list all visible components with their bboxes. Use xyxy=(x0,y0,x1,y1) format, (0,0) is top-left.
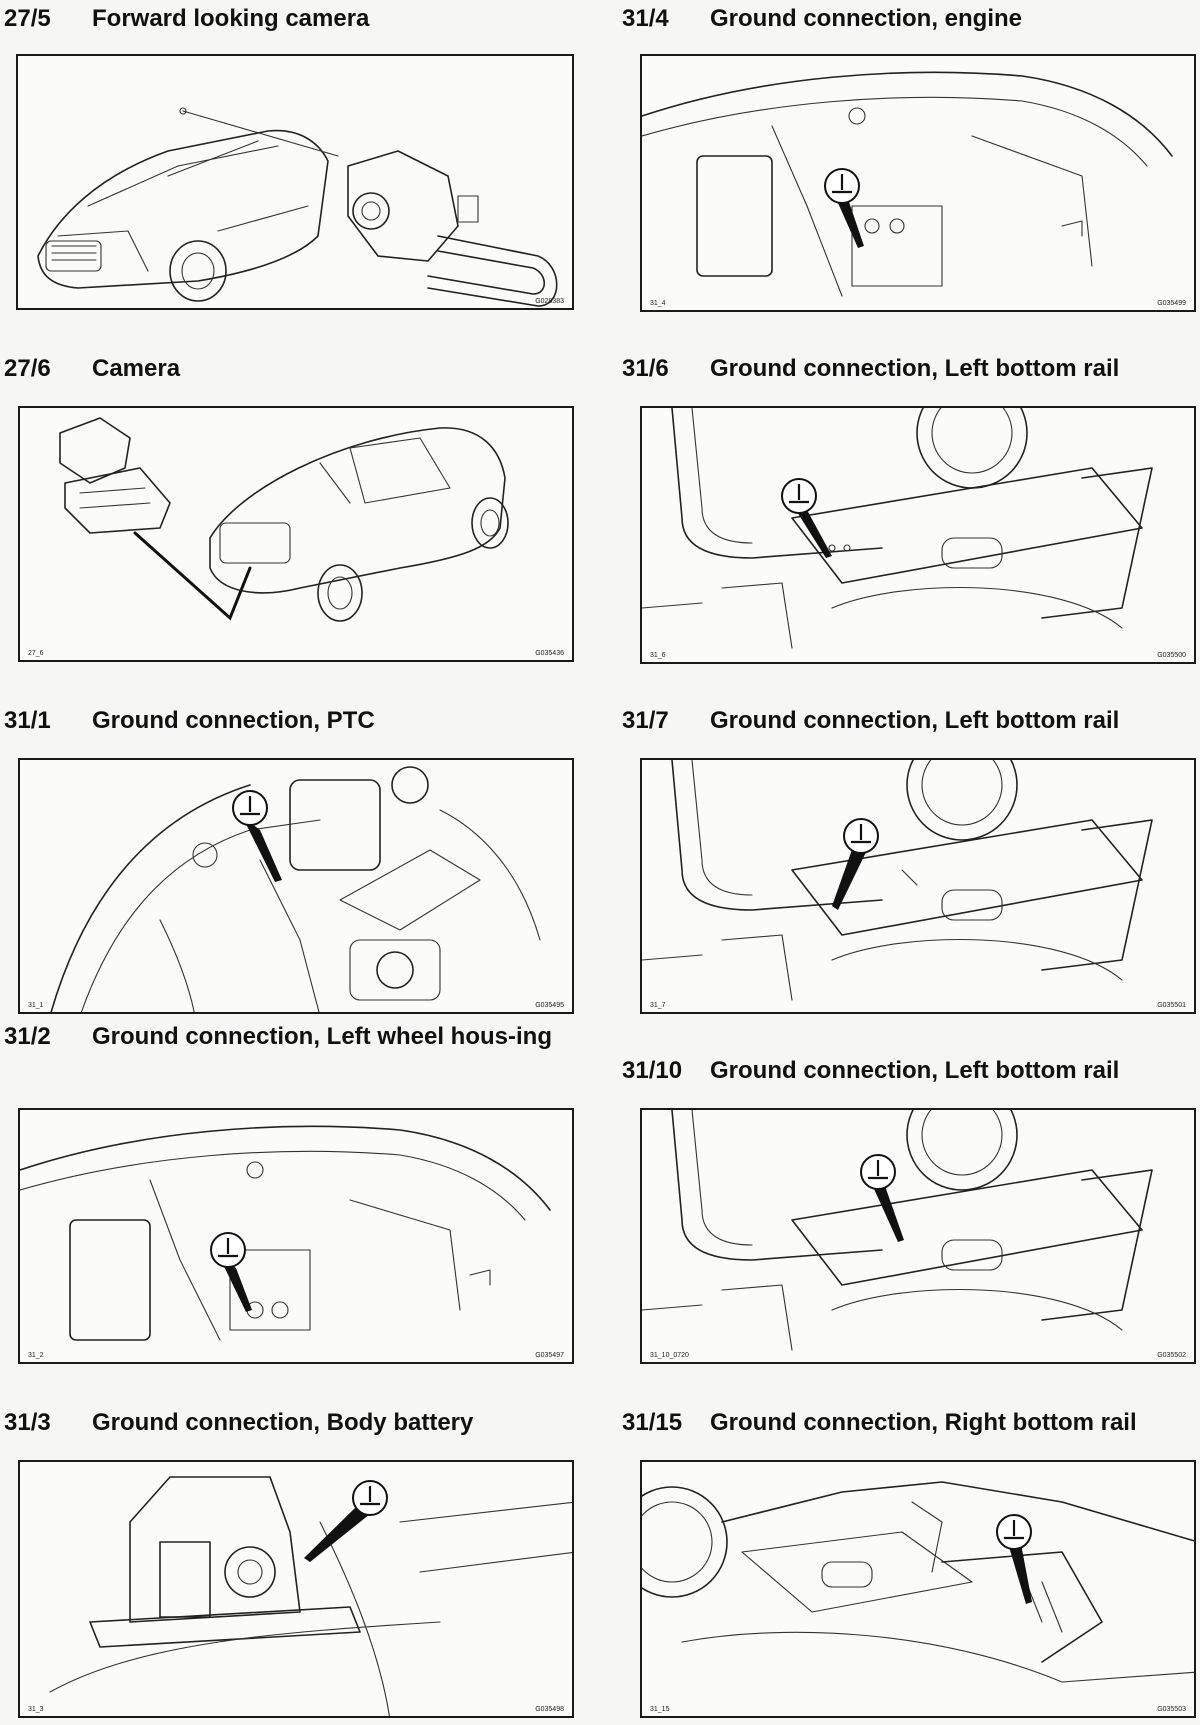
figure-ground-left-bottom-rail-3: 31_10_0720 G035502 xyxy=(640,1108,1196,1364)
bottom-rail-illustration xyxy=(642,1110,1153,1351)
entry-title: Camera xyxy=(92,355,181,382)
figure-ground-body-battery: 31_3 G035498 xyxy=(18,1460,574,1718)
entry-title: Ground connection, Body battery xyxy=(92,1409,474,1436)
entry-title: Ground connection, PTC xyxy=(92,707,375,734)
entry-title: Ground connection, Left bottom rail xyxy=(710,355,1120,382)
entry-title: Ground connection, engine xyxy=(710,5,1022,32)
entry-title: Forward looking camera xyxy=(92,5,370,32)
entry-number: 27/6 xyxy=(4,355,51,382)
wheel-housing-illustration xyxy=(20,1125,551,1341)
figure-ground-left-bottom-rail-2: 31_7 G035501 xyxy=(640,758,1196,1014)
right-rail-illustration xyxy=(642,1481,1194,1683)
figure-ground-engine: 31_4 G035499 xyxy=(640,54,1196,312)
figure-caption-right: G035495 xyxy=(535,1002,564,1009)
figure-caption-left: 31_15 xyxy=(650,1706,670,1713)
figure-caption-right: G035502 xyxy=(1157,1352,1186,1359)
figure-caption-right: G035500 xyxy=(1157,652,1186,659)
figure-caption-right: G035501 xyxy=(1157,1002,1186,1009)
entry-number: 31/6 xyxy=(622,355,669,382)
figure-caption-right: G028383 xyxy=(535,298,564,305)
figure-caption-right: G035436 xyxy=(535,650,564,657)
figure-caption-left: 27_6 xyxy=(28,650,44,657)
figure-caption-left: 31_10_0720 xyxy=(650,1352,689,1359)
ground-symbol-icon xyxy=(781,478,832,558)
ground-symbol-icon xyxy=(304,1480,388,1562)
entry-number: 31/7 xyxy=(622,707,669,734)
ground-symbol-icon xyxy=(996,1514,1032,1604)
entry-number: 31/2 xyxy=(4,1023,51,1050)
figure-caption-right: G035498 xyxy=(535,1706,564,1713)
entry-title: Ground connection, Left wheel hous-ing xyxy=(92,1023,552,1050)
engine-ground-illustration xyxy=(642,71,1173,297)
figure-ground-right-bottom-rail: 31_15 G035503 xyxy=(640,1460,1196,1718)
entry-number: 31/4 xyxy=(622,5,669,32)
figure-camera: 27_6 G035436 xyxy=(18,406,574,662)
entry-number: 27/5 xyxy=(4,5,51,32)
figure-caption-left: 31_3 xyxy=(28,1706,44,1713)
figure-caption-right: G035503 xyxy=(1157,1706,1186,1713)
figure-ground-left-wheel-housing: 31_2 G035497 xyxy=(18,1108,574,1364)
figure-caption-left: 31_7 xyxy=(650,1002,666,1009)
entry-title: Ground connection, Right bottom rail xyxy=(710,1409,1137,1436)
figure-ground-left-bottom-rail-1: 31_6 G035500 xyxy=(640,406,1196,664)
ground-symbol-icon xyxy=(860,1154,904,1242)
entry-number: 31/3 xyxy=(4,1409,51,1436)
figure-caption-right: G035497 xyxy=(535,1352,564,1359)
entry-title: Ground connection, Left bottom rail xyxy=(710,1057,1120,1084)
figure-forward-camera: G028383 xyxy=(16,54,574,310)
car-rear-camera-illustration xyxy=(59,417,509,622)
engine-bay-illustration xyxy=(50,766,541,1012)
figure-caption-right: G035499 xyxy=(1157,300,1186,307)
entry-number: 31/10 xyxy=(622,1057,683,1084)
figure-caption-left: 31_2 xyxy=(28,1352,44,1359)
figure-caption-left: 31_6 xyxy=(650,652,666,659)
ground-symbol-icon xyxy=(824,168,864,248)
entry-title: Ground connection, Left bottom rail xyxy=(710,707,1120,734)
figure-caption-left: 31_1 xyxy=(28,1002,44,1009)
bottom-rail-illustration xyxy=(642,408,1153,649)
ground-symbol-icon xyxy=(210,1232,252,1312)
figure-caption-left: 31_4 xyxy=(650,300,666,307)
ground-symbol-icon xyxy=(832,818,879,910)
car-camera-illustration xyxy=(37,107,558,307)
bottom-rail-illustration xyxy=(642,760,1153,1001)
ground-symbol-icon xyxy=(232,790,282,882)
entry-number: 31/1 xyxy=(4,707,51,734)
figure-ground-ptc: 31_1 G035495 xyxy=(18,758,574,1014)
entry-number: 31/15 xyxy=(622,1409,683,1436)
